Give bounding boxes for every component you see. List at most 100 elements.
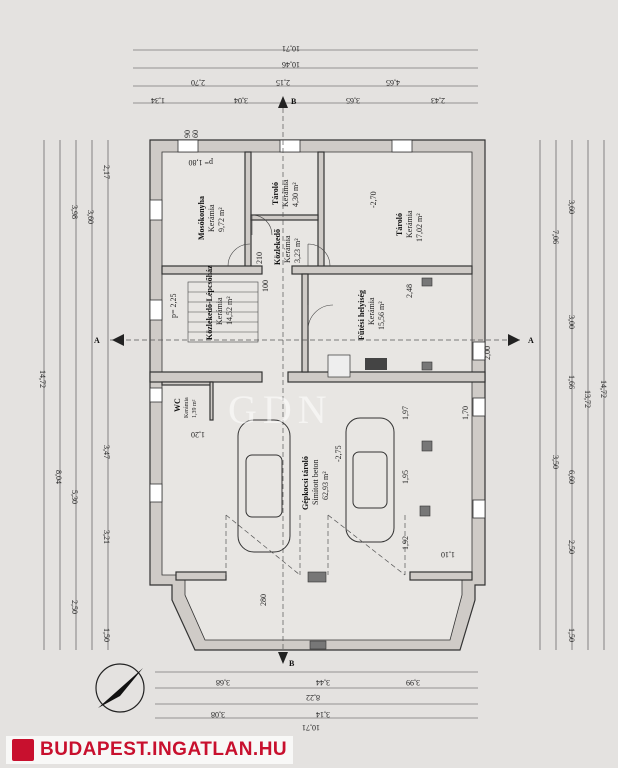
windows xyxy=(149,139,486,519)
dim-right: 2,50 xyxy=(567,540,576,554)
dim-right: 7,06 xyxy=(551,230,560,244)
svg-text:1,70: 1,70 xyxy=(461,406,470,420)
room-label-kozlekedo: Közlekedő Kerámia 3,23 m² xyxy=(273,229,302,265)
room-label-wc: WC Kerámia 1,39 m² xyxy=(173,397,198,418)
svg-text:Gépkocsi tároló: Gépkocsi tároló xyxy=(301,456,310,510)
room-label-futes: Fűtési helyiség Kerámia 15,56 m² xyxy=(357,290,386,340)
svg-text:210: 210 xyxy=(255,252,264,264)
svg-text:100: 100 xyxy=(261,280,270,292)
svg-text:Kerámia: Kerámia xyxy=(184,397,190,418)
section-mark: B xyxy=(291,97,297,106)
svg-text:90: 90 xyxy=(183,130,192,138)
svg-text:Kerámia: Kerámia xyxy=(283,235,292,263)
svg-text:Mosókonyha: Mosókonyha xyxy=(197,196,206,240)
svg-text:9,72 m²: 9,72 m² xyxy=(217,207,226,232)
brand-logo-icon xyxy=(12,739,34,761)
room-label-mosokonyha: Mosókonyha Kerámia 9,72 m² xyxy=(197,196,226,240)
dim-right: 3,50 xyxy=(551,455,560,469)
section-mark: A xyxy=(94,336,100,345)
car-right xyxy=(345,417,395,543)
section-arrow-icon xyxy=(278,96,288,108)
svg-text:14,52 m²: 14,52 m² xyxy=(225,296,234,325)
room-label-lepcsohaz: Közlekedő-Lépcsőház Kerámia 14,52 m² xyxy=(205,265,234,340)
dim-top: 3,65 xyxy=(346,96,360,105)
svg-text:Simított beton: Simított beton xyxy=(311,459,320,505)
svg-text:Tároló: Tároló xyxy=(395,213,404,236)
dim-bottom: 3,08 xyxy=(211,710,225,719)
room-label-garage: Gépkocsi tároló Simított beton 62,93 m² xyxy=(301,456,330,510)
dim-left: 5,30 xyxy=(70,490,79,504)
dim-right: 3,60 xyxy=(567,200,576,214)
room-label-tarolo-small: Tároló Kerámia 4,30 m² xyxy=(271,179,300,207)
section-arrow-icon xyxy=(508,334,520,346)
dim-bottom: 3,68 xyxy=(216,678,230,687)
level-mark: -2,70 xyxy=(369,191,378,208)
svg-text:Kerámia: Kerámia xyxy=(207,204,216,232)
dim-bottom: 3,14 xyxy=(316,710,330,719)
brand-name: BUDAPEST.INGATLAN.HU xyxy=(40,739,288,760)
boiler-icon xyxy=(365,358,387,370)
section-mark: B xyxy=(289,659,295,668)
dim-right: 1,66 xyxy=(567,375,576,389)
svg-text:Kerámia: Kerámia xyxy=(281,179,290,207)
north-arrow-icon xyxy=(95,663,145,713)
svg-text:2,00: 2,00 xyxy=(483,346,492,360)
svg-text:17,02 m²: 17,02 m² xyxy=(415,213,424,242)
dim-top: 1,34 xyxy=(151,96,165,105)
svg-text:p= 1,80: p= 1,80 xyxy=(188,158,213,167)
dim-top: 10,46 xyxy=(282,60,300,69)
svg-text:Közlekedő: Közlekedő xyxy=(273,229,282,265)
car-left xyxy=(237,419,291,553)
svg-text:2,48: 2,48 xyxy=(405,284,414,298)
building-walls xyxy=(149,139,486,651)
svg-text:4,30 m²: 4,30 m² xyxy=(291,182,300,207)
dim-left: 3,98 xyxy=(70,205,79,219)
dim-left: 2,50 xyxy=(70,600,79,614)
svg-text:Fűtési helyiség: Fűtési helyiség xyxy=(357,290,366,340)
dim-left: 3,47 xyxy=(102,445,111,459)
dim-right: 13,72 xyxy=(583,390,592,408)
svg-text:Kerámia: Kerámia xyxy=(367,297,376,325)
bottom-dimensions: 10,71 8,22 3,99 3,68 3,44 3,08 3,14 xyxy=(155,671,478,732)
svg-text:Kerámia: Kerámia xyxy=(215,297,224,325)
dim-top: 2,43 xyxy=(431,96,445,105)
svg-text:1,92: 1,92 xyxy=(401,536,410,550)
chimney xyxy=(327,354,351,378)
dim-bottom: 10,71 xyxy=(302,723,320,732)
svg-text:1,20: 1,20 xyxy=(191,430,205,439)
svg-text:Tároló: Tároló xyxy=(271,182,280,205)
dim-top: 3,04 xyxy=(234,96,248,105)
dim-left: 8,04 xyxy=(54,470,63,484)
svg-text:WC: WC xyxy=(173,398,182,412)
svg-text:Közlekedő-Lépcsőház: Közlekedő-Lépcsőház xyxy=(205,265,214,340)
dim-right: 1,50 xyxy=(567,628,576,642)
dim-left: 3,21 xyxy=(102,530,111,544)
svg-text:Kerámia: Kerámia xyxy=(405,210,414,238)
pillars xyxy=(307,277,433,650)
dim-top: 2,15 xyxy=(276,78,290,87)
dim-top: 2,70 xyxy=(191,78,205,87)
section-arrow-icon xyxy=(112,334,124,346)
staircase xyxy=(187,281,259,343)
brand-banner[interactable]: BUDAPEST.INGATLAN.HU xyxy=(6,736,294,764)
garage-door xyxy=(225,514,301,576)
room-label-tarolo-large: Tároló Kerámia 17,02 m² xyxy=(395,210,424,242)
opening-annotations: 90 60 p= 1,80 210 100 280 2,48 1,97 1,95… xyxy=(169,130,492,606)
svg-text:15,56 m²: 15,56 m² xyxy=(377,301,386,330)
svg-text:62,93 m²: 62,93 m² xyxy=(321,471,330,500)
dim-bottom: 3,99 xyxy=(406,678,420,687)
dim-left: 3,60 xyxy=(86,210,95,224)
svg-text:1,10: 1,10 xyxy=(441,550,455,559)
level-mark: -2,75 xyxy=(334,445,343,462)
doors xyxy=(227,214,334,331)
svg-text:1,95: 1,95 xyxy=(401,470,410,484)
left-dimensions: 14,72 3,98 3,60 2,17 8,04 5,30 3,47 3,21… xyxy=(38,140,111,650)
svg-text:1,97: 1,97 xyxy=(401,406,410,420)
svg-text:1,39 m²: 1,39 m² xyxy=(192,399,198,418)
right-dimensions: 14,72 13,72 7,06 3,60 3,00 1,66 3,50 6,6… xyxy=(539,140,608,650)
svg-text:60: 60 xyxy=(191,130,200,138)
dim-top-total: 10,71 xyxy=(282,44,300,53)
dim-bottom: 8,22 xyxy=(306,693,320,702)
top-dimensions: 10,71 10,46 2,70 2,15 4,65 3,04 3,65 2,4… xyxy=(133,44,478,105)
